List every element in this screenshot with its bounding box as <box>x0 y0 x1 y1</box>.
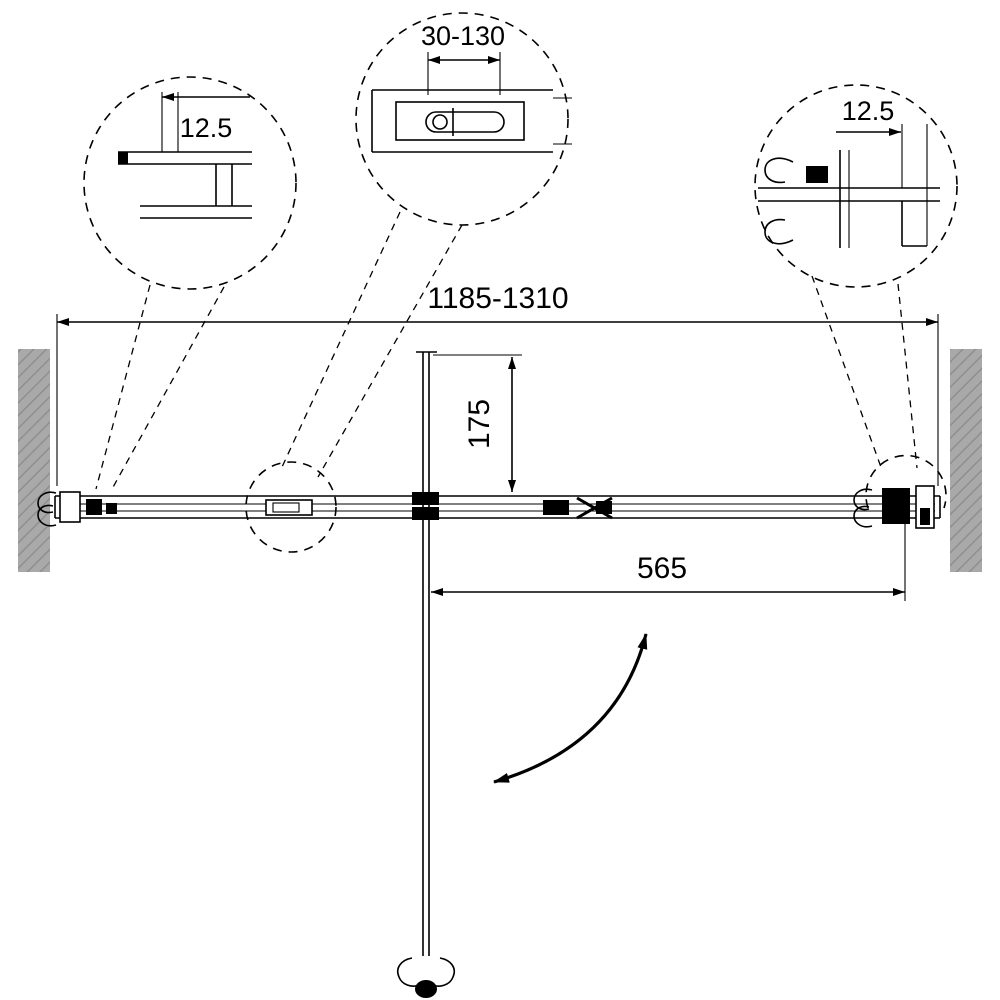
detail-middle-circle <box>355 12 569 226</box>
right-bracket-insert <box>920 508 930 525</box>
overall-width-dimension: 1185-1310 <box>56 282 939 486</box>
left-wall-profile-hardware <box>37 491 117 527</box>
top-track-profile <box>54 495 941 519</box>
detail-left: 12.5 <box>83 76 297 290</box>
detail-marker-circle-middle <box>245 461 337 553</box>
overall-width-label: 1185-1310 <box>427 282 568 315</box>
right-hook-top <box>853 488 873 511</box>
door-width-dimension: 565 <box>431 524 906 601</box>
right-profile-section <box>758 150 940 248</box>
left-profile-thickness-label: 12.5 <box>180 113 233 143</box>
left-bracket <box>59 491 81 523</box>
center-pivot-block <box>412 492 439 520</box>
door-knob <box>415 980 437 998</box>
right-profile-thickness-label: 12.5 <box>842 96 895 126</box>
right-wall <box>950 349 982 572</box>
right-wall-hatch <box>950 349 982 572</box>
left-clamp-block-2 <box>106 503 117 514</box>
right-wall-profile-hardware <box>853 485 935 529</box>
door-width-label: 565 <box>637 552 687 585</box>
left-hook-bottom <box>37 504 57 527</box>
door-handle <box>396 957 456 998</box>
detail-right-circle <box>754 84 958 288</box>
left-wall <box>18 349 50 572</box>
right-hook-bottom <box>853 505 873 528</box>
detail-leaders <box>95 211 947 553</box>
adjustment-range-label: 30-130 <box>421 21 505 51</box>
left-clamp-block <box>86 499 102 515</box>
detail-middle: 30-130 <box>355 12 572 226</box>
left-profile-section <box>118 151 252 219</box>
adjustable-connector <box>265 499 313 516</box>
center-offset-dimension: 175 <box>433 354 522 492</box>
right-clamp-block <box>882 488 910 524</box>
left-hook-top <box>37 491 57 514</box>
center-offset-label: 175 <box>463 399 496 449</box>
adjustment-profile-section <box>371 89 572 153</box>
door-swing-arrow <box>493 633 648 784</box>
magnet-profile-fitting <box>543 496 613 520</box>
detail-left-circle <box>83 76 297 290</box>
left-wall-hatch <box>18 349 50 572</box>
detail-right: 12.5 <box>754 84 958 288</box>
detail-marker-arc-right <box>865 454 947 509</box>
door-leaf-open <box>396 351 456 998</box>
